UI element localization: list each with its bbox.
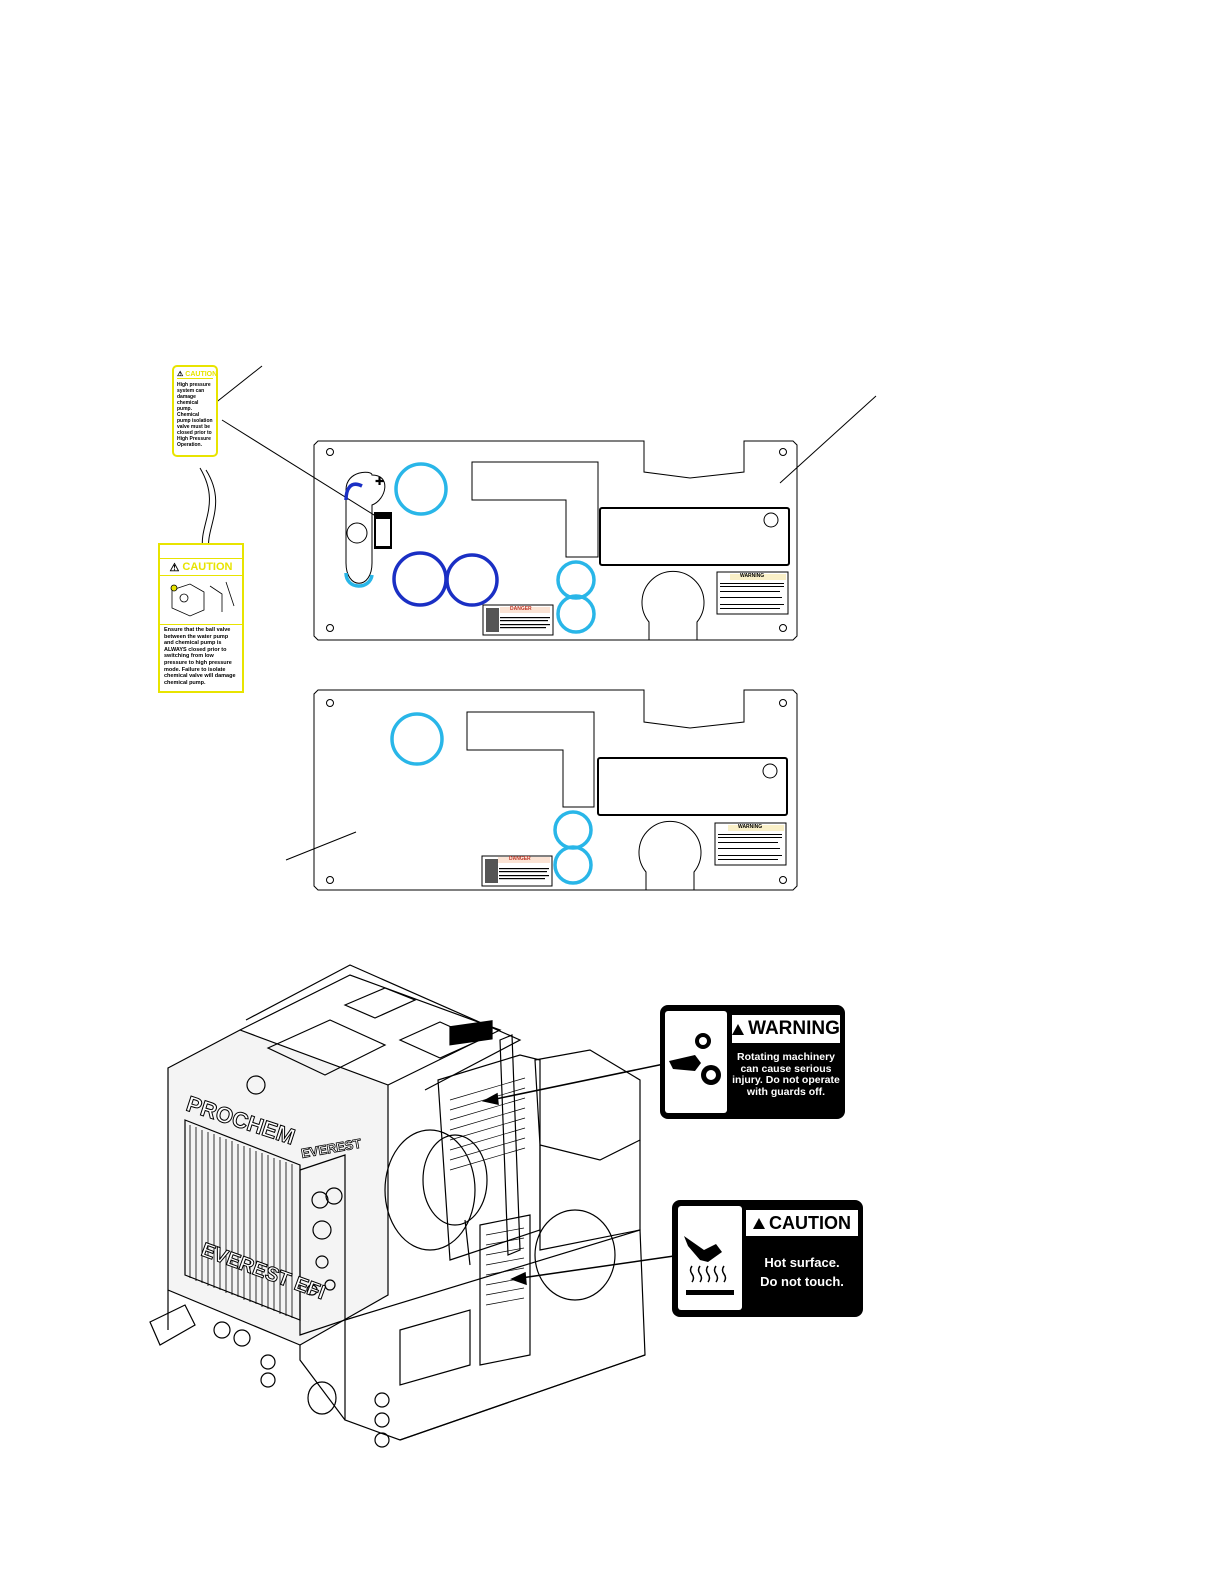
warning-decal-title: WARNING (748, 1018, 840, 1039)
lower-danger-label: DANGER (509, 856, 531, 862)
lower-panel (313, 689, 798, 891)
upper-panel (313, 440, 798, 641)
svg-text:✚: ✚ (375, 475, 384, 488)
lower-warning-label: WARNING (738, 824, 763, 830)
warning-decal-location (449, 1020, 493, 1046)
upper-warning-label: WARNING (740, 573, 765, 579)
valve-illustration-icon (160, 576, 242, 625)
caution-decal-line2: Do not touch. (760, 1274, 844, 1289)
caution-tag-hanging-body: Ensure that the ball valve between the w… (164, 627, 236, 686)
caution-decal-header: CAUTION (746, 1210, 858, 1236)
warning-triangle-icon: ⚠ (169, 561, 180, 574)
ring-dark-blue-2 (445, 553, 499, 607)
warning-decal-header: WARNING (732, 1015, 840, 1043)
leader-line-upper-panel (779, 395, 877, 484)
upper-danger-label: DANGER (510, 606, 532, 612)
warning-triangle-icon (732, 1023, 745, 1035)
ring-light-blue-3 (556, 594, 596, 634)
caution-tag-small-title: CAUTION (185, 370, 218, 378)
ring-light-blue-2 (556, 560, 596, 600)
ring-light-blue-4 (390, 712, 444, 766)
caution-tag-hanging-header: ⚠ CAUTION (160, 558, 242, 576)
machine-drawing (149, 964, 646, 1448)
leader-line-lower-panel (285, 831, 357, 861)
warning-decal-message: Rotating machinery can cause serious inj… (732, 1051, 840, 1098)
ring-light-blue-1 (394, 462, 448, 516)
warning-triangle-icon: ⚠ (177, 371, 184, 378)
ring-light-blue-5 (553, 810, 593, 850)
caution-decal: CAUTION Hot surface. Do not touch. (672, 1200, 863, 1317)
caution-tag-hanging: ⚠ CAUTION Ensure that the ball valve bet… (158, 543, 244, 693)
danger-person-icon (486, 608, 499, 632)
slot-top-dark-blue (344, 482, 363, 501)
tag-string (199, 467, 217, 551)
caution-tag-small-header: ⚠ CAUTION (177, 370, 217, 379)
ring-dark-blue-1 (392, 551, 448, 607)
caution-decal-title: CAUTION (769, 1212, 851, 1233)
caution-decal-message: Hot surface. Do not touch. (744, 1253, 860, 1291)
arrow-caution (513, 1255, 675, 1280)
hot-surface-icon (678, 1206, 742, 1310)
ring-light-blue-6 (553, 845, 593, 885)
caution-decal-line1: Hot surface. (764, 1255, 840, 1270)
warning-decal: WARNING Rotating machinery can cause ser… (660, 1005, 845, 1119)
leader-line-tag-top (213, 365, 263, 405)
slot-bottom-light-blue (344, 572, 374, 588)
rotating-gears-icon (665, 1011, 727, 1113)
arrow-warning (485, 1063, 665, 1102)
leader-line-tag-to-panel (221, 419, 383, 521)
caution-tag-hanging-title: CAUTION (182, 561, 233, 573)
caution-tag-small-body: High pressure system can damage chemical… (177, 382, 213, 448)
warning-triangle-icon (753, 1217, 765, 1229)
caution-tag-small: ⚠ CAUTION High pressure system can damag… (172, 365, 218, 457)
